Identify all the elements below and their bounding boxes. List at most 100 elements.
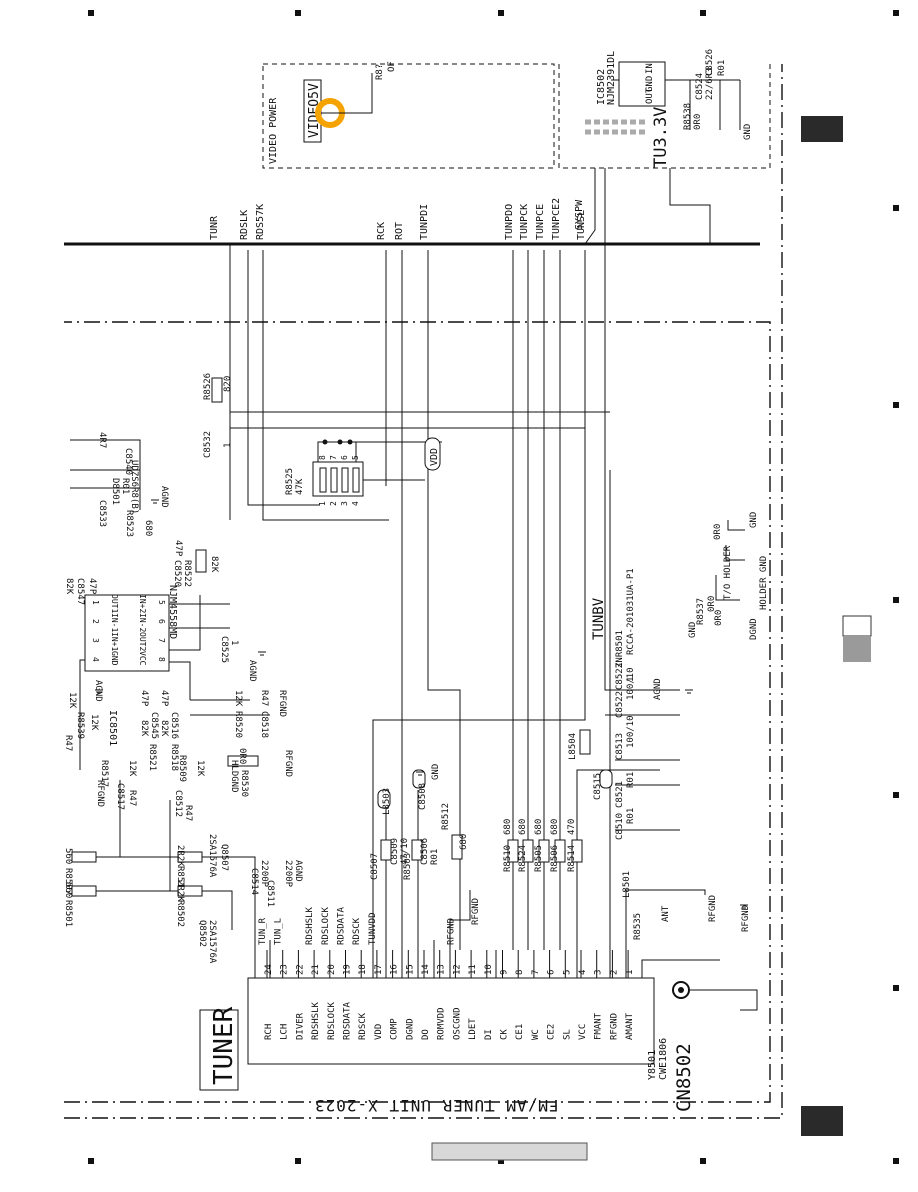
tuner-unit-frame — [64, 321, 771, 1103]
ic8501-part: NJM4558MD — [167, 585, 178, 639]
r8506-body — [571, 839, 583, 863]
r8526-ref: R8526 — [203, 373, 213, 400]
c8522-value: 1 — [626, 677, 636, 682]
c8518-ref: C8518 — [259, 711, 269, 738]
grid-marker-top-1 — [88, 10, 94, 16]
tuner-pin-number: 11 — [468, 964, 478, 975]
tuner-pin-name: LCH — [280, 1024, 290, 1040]
c8514-value: 2200P — [259, 860, 269, 888]
grid-marker-top-4 — [700, 10, 706, 16]
video-resistor-ref: R8? — [375, 64, 385, 80]
c8525-value: 1 — [229, 640, 239, 645]
outer-board-frame — [64, 64, 783, 1119]
c8545-value: 47P — [139, 690, 149, 707]
r8514-ref: L8504 — [568, 733, 578, 760]
r8525-junction-3 — [347, 439, 353, 445]
grid-marker-right-b — [893, 205, 899, 211]
diode-network-wires — [70, 439, 141, 510]
d8501-ref: D8501 — [110, 478, 120, 505]
tuner-pin-number: 9 — [500, 970, 510, 975]
c8532-value: 1 — [223, 443, 233, 448]
page-number-box — [431, 1142, 588, 1161]
c8509-value: R01 — [430, 849, 440, 865]
c8521-value: 100/10 — [626, 667, 636, 700]
wire-tunvdd — [230, 427, 586, 978]
r8538-ref: 0R0 — [713, 524, 723, 540]
c8511-ref: C8511 — [265, 880, 275, 907]
r8521-ref: R8521 — [147, 744, 157, 771]
tuner-unit-title: FM/AM TUNER UNIT X-2023 — [314, 1096, 559, 1115]
r8518-value: 82K — [159, 720, 169, 737]
y8501-ref: Y8501 — [647, 1050, 658, 1080]
r8525-junction-2 — [337, 439, 343, 445]
cn-rfgnd-label-2: RFGND — [741, 905, 751, 932]
r8525-pin-number: 5 — [351, 455, 360, 460]
tuner-pin-name: RFGND — [609, 1013, 619, 1040]
ic8502-pin-in: IN — [645, 63, 655, 74]
tuner-pin-number: 7 — [531, 970, 541, 975]
grid-marker-right-g — [893, 1158, 899, 1164]
ic8501-pin-number: 6 — [157, 619, 166, 624]
grid-marker-top-2 — [295, 10, 301, 16]
tuner-pin-name: AMANT — [625, 1012, 635, 1040]
q8502-value: 2SA1576A — [207, 920, 217, 964]
r8502-value: 2R2K — [175, 880, 185, 902]
signal-rdslk: RDSLK — [239, 210, 250, 240]
c8521-ref: C8522 — [615, 691, 625, 718]
r8517-ref: R8517 — [99, 760, 109, 787]
c8515-value: 100/10 — [626, 715, 636, 748]
cn8502-shield-wire — [689, 989, 758, 1011]
r8507-value: 560 — [63, 848, 73, 864]
tuner-pin-number: 2 — [609, 970, 619, 975]
tuner-pin-net: RFGND — [446, 918, 456, 945]
ic8501-pin-number: 5 — [157, 600, 166, 605]
c8513-value: R01 — [626, 772, 636, 788]
tuner-pin-net: TUN_R — [258, 917, 268, 945]
jumper-wires — [715, 520, 745, 601]
tuner-pin-name: RDSLOCK — [327, 1001, 337, 1040]
tuner-pin-number: 16 — [390, 964, 400, 975]
tuner-pin-net: RDSDATA — [337, 906, 347, 945]
tuner-pin-number: 6 — [547, 970, 557, 975]
r8526-value: 820 — [223, 376, 233, 392]
wire-rdslk — [247, 250, 320, 506]
tuner-pin-name: FMANT — [594, 1012, 604, 1040]
tuner-pin-number: 14 — [421, 964, 431, 975]
to-holder-label: T/O HOLDER — [723, 545, 733, 600]
signal-lines — [229, 79, 740, 950]
ant-label: ANT — [661, 905, 671, 922]
c8511-value: 2200P — [283, 860, 293, 888]
r8517-rfgnd: RFGND — [95, 780, 105, 807]
r8512-value: 680 — [503, 819, 513, 835]
r8525-element-1 — [319, 467, 327, 493]
video-power-frame — [262, 63, 555, 169]
l8502-ref: L8503 — [382, 788, 392, 815]
r8514-body — [579, 729, 591, 755]
tuner-label: TUNER — [209, 1006, 239, 1085]
c8547-value: 47P — [87, 578, 97, 595]
ground-symbol-icons — [95, 499, 748, 909]
c8516-ref: C8516 — [169, 712, 179, 739]
l8501-ref: R8535 — [633, 913, 643, 940]
grid-marker-bottom-3 — [498, 1158, 504, 1164]
tuner-pin-number: 17 — [374, 964, 384, 975]
audio-path-components: R8526 820 C8532 1 4R7 C8540 UDZS6R8(B) D… — [63, 373, 303, 978]
c8516-value: 47P — [159, 690, 169, 707]
c8511-agnd: AGND — [293, 860, 303, 882]
tuner-pin-name: OSCGND — [452, 1007, 462, 1040]
r8525-pin-number: 8 — [318, 455, 327, 460]
wire-rds57k — [262, 250, 389, 521]
c8545-ref: C8545 — [149, 712, 159, 739]
tuner-module: TUNER FM/AM TUNER UNIT X-2023 Y8501 CWE1… — [199, 977, 758, 1115]
vdd-flag-box — [424, 437, 441, 471]
ic8501-pin-name: IN+1 — [110, 632, 119, 651]
tuner-pin-name: VCC — [578, 1024, 588, 1040]
c8527-ref: C8526 — [705, 49, 715, 76]
tuner-passives: C8507 C8509 47/10 R8503 C8506 R01 L8503 … — [370, 568, 751, 940]
r8525-pin-number: 7 — [329, 455, 338, 460]
c8508-ref: C8509 — [390, 838, 400, 865]
r8530-value: 0R0 — [237, 748, 247, 764]
ic8501-pin-name: VCC — [138, 651, 147, 666]
r8539-value: 12K — [67, 692, 77, 709]
